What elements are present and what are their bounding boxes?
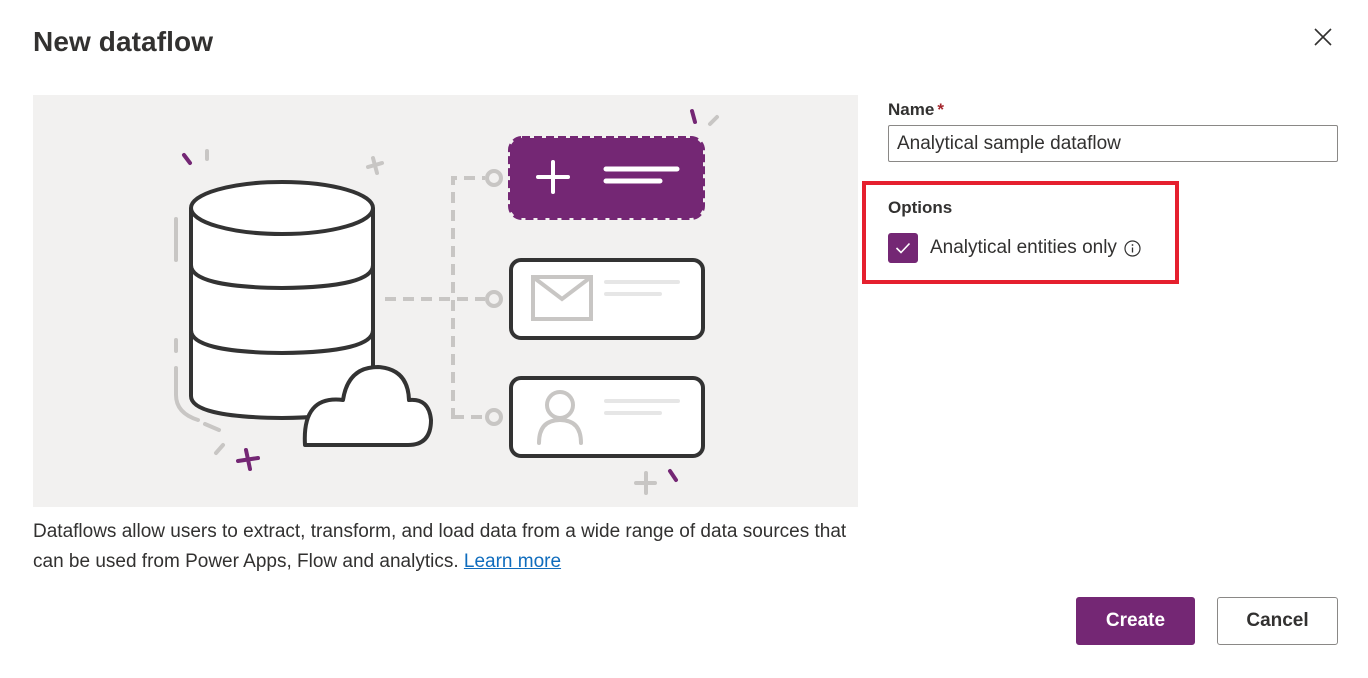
close-button[interactable] — [1308, 22, 1338, 52]
dataflow-illustration — [33, 95, 858, 507]
name-label: Name* — [888, 100, 944, 120]
dataflow-description: Dataflows allow users to extract, transf… — [33, 517, 853, 577]
analytical-entities-checkbox[interactable] — [888, 233, 918, 263]
name-label-text: Name — [888, 100, 935, 119]
close-icon — [1314, 28, 1332, 46]
info-icon[interactable] — [1124, 239, 1141, 257]
create-button[interactable]: Create — [1076, 597, 1195, 645]
illustration-graphic — [174, 109, 719, 495]
dialog-title: New dataflow — [33, 26, 214, 57]
contact-card — [509, 376, 705, 458]
checkmark-icon — [895, 242, 911, 254]
name-input[interactable] — [888, 125, 1338, 162]
email-card — [509, 258, 705, 340]
learn-more-link[interactable]: Learn more — [463, 551, 562, 572]
options-highlight-box — [862, 181, 1179, 284]
spark-icon — [182, 153, 192, 165]
cloud-icon — [302, 365, 433, 447]
cancel-button[interactable]: Cancel — [1217, 597, 1338, 645]
checkbox-label: Analytical entities only — [930, 237, 1117, 258]
options-label: Options — [888, 198, 953, 217]
required-marker: * — [937, 100, 944, 119]
description-text: Dataflows allow users to extract, transf… — [33, 521, 847, 572]
add-card — [508, 136, 705, 220]
mail-icon — [531, 275, 593, 321]
analytical-entities-checkbox-row[interactable]: Analytical entities only — [888, 233, 1141, 263]
